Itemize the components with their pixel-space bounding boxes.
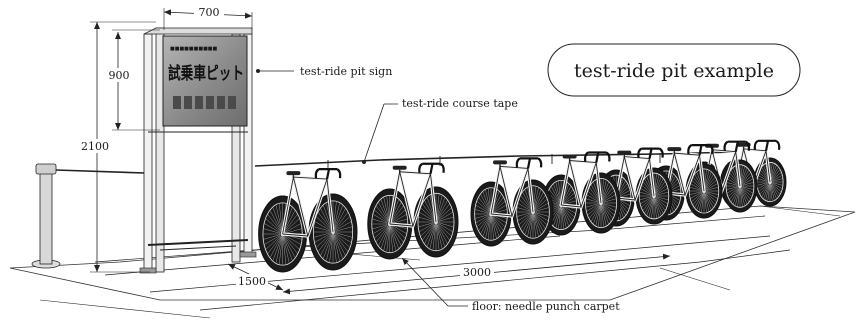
floor-carpet-edge	[39, 205, 841, 319]
dim-2100: 2100	[81, 140, 109, 153]
sign-panel	[162, 35, 248, 127]
dim-1500: 1500	[238, 275, 266, 288]
pit-sign: ■■■■■■■■■■ 試乗車ピット	[139, 27, 257, 274]
bike	[258, 168, 358, 273]
dimension-lines	[78, 6, 671, 295]
bike	[541, 151, 621, 236]
floor-outline	[9, 205, 856, 301]
label-course-tape: test-ride course tape	[402, 97, 518, 110]
callout-leaders	[256, 69, 468, 307]
label-pit-sign: test-ride pit sign	[300, 65, 392, 78]
title: test-ride pit example	[574, 60, 774, 82]
dim-700: 700	[199, 6, 220, 19]
sign-main-text: 試乗車ピット	[168, 63, 244, 84]
title-badge	[547, 43, 801, 97]
sign-header-text: ■■■■■■■■■■	[170, 46, 218, 52]
bike	[470, 157, 554, 247]
sign-blocks	[173, 96, 236, 109]
course-tape-stanchions	[327, 153, 661, 170]
dim-900: 900	[109, 69, 130, 82]
label-floor: floor: needle punch carpet	[472, 300, 620, 313]
dim-3000: 3000	[463, 266, 491, 279]
bike-group	[258, 139, 787, 273]
rope-post	[31, 163, 146, 269]
bike	[367, 162, 459, 260]
